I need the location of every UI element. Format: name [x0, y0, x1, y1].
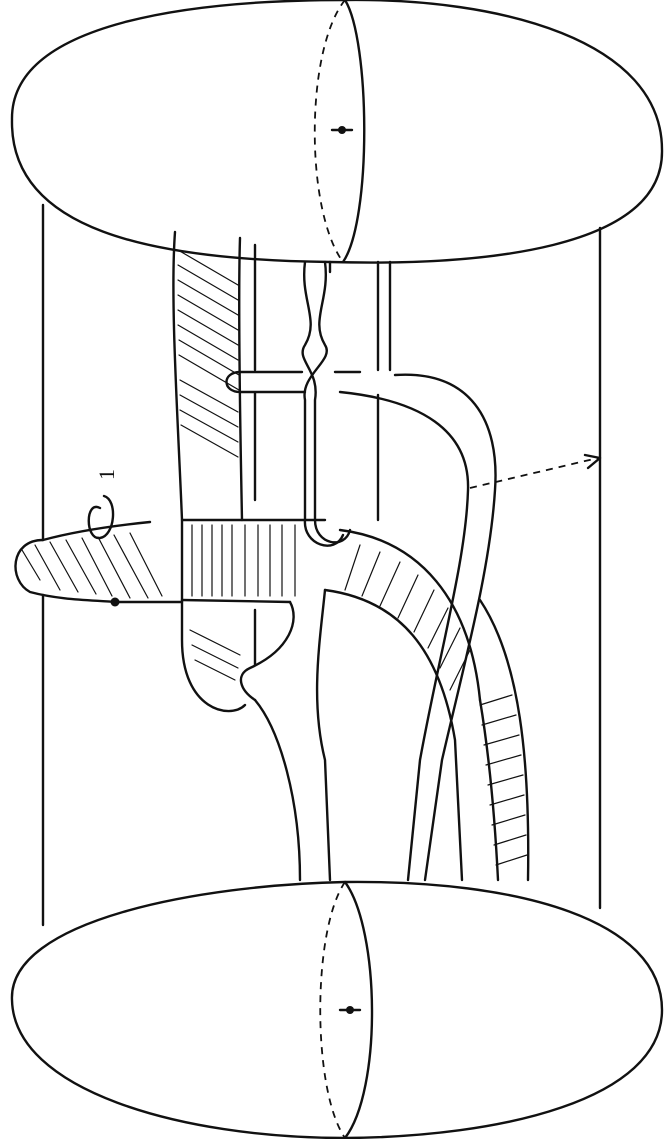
bottom-ball [12, 882, 662, 1138]
loop-label: 1 [94, 469, 119, 480]
left-band [173, 232, 255, 711]
top-ball [12, 0, 662, 263]
left-flap [15, 522, 182, 607]
middle-band [182, 520, 325, 602]
hook-loop [227, 372, 361, 392]
central-strands [303, 262, 390, 546]
curved-band [325, 530, 528, 880]
